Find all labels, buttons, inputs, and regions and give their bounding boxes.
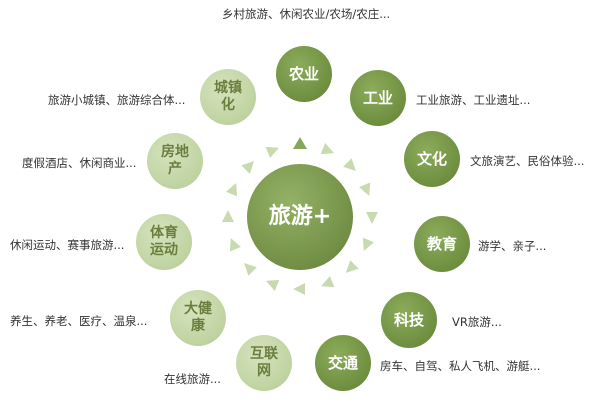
ring-arrow	[241, 161, 255, 174]
ring-arrow	[222, 210, 234, 222]
ring-arrow	[293, 283, 305, 295]
desc-culture: 文旅演艺、民俗体验...	[470, 154, 585, 168]
arrow-ring	[222, 137, 378, 295]
node-internet: 互联网	[236, 335, 292, 391]
desc-realestate: 度假酒店、休闲商业...	[22, 156, 137, 170]
node-urbanization: 城镇化	[200, 69, 256, 125]
node-label: 农业	[288, 64, 319, 83]
node-agriculture: 农业	[276, 46, 332, 102]
node-label: 房地产	[161, 143, 189, 178]
node-label: 城镇化	[214, 79, 242, 114]
node-label: 互联网	[250, 345, 278, 380]
ring-arrow	[229, 238, 241, 252]
desc-industry: 工业旅游、工业遗址...	[416, 93, 531, 107]
node-industry: 工业	[350, 70, 406, 126]
ring-arrow	[244, 262, 257, 276]
node-label: 大健康	[184, 300, 212, 335]
node-label: 工业	[362, 88, 393, 107]
desc-transport: 房车、自驾、私人飞机、游艇...	[380, 359, 541, 373]
node-label: 教育	[426, 234, 457, 253]
node-sports: 体育运动	[136, 214, 192, 270]
center-node: 旅游+	[247, 164, 353, 270]
ring-arrow	[320, 143, 335, 155]
desc-health: 养生、养老、医疗、温泉...	[10, 314, 148, 328]
ring-arrow	[321, 276, 335, 288]
ring-arrow	[265, 146, 279, 158]
center-label: 旅游+	[268, 204, 332, 230]
desc-sports: 休闲运动、赛事旅游...	[10, 238, 125, 252]
ring-arrow	[343, 158, 356, 172]
node-transport: 交通	[315, 335, 371, 391]
node-technology: 科技	[381, 292, 437, 348]
ring-arrow	[265, 279, 280, 291]
node-label: 体育运动	[150, 224, 178, 259]
desc-education: 游学、亲子...	[478, 239, 547, 253]
node-health: 大健康	[170, 290, 226, 346]
ring-arrow	[226, 182, 238, 197]
ring-arrow	[366, 212, 378, 224]
desc-urbanization: 旅游小城镇、旅游综合体...	[48, 93, 186, 107]
ring-arrow	[293, 137, 307, 149]
node-realestate: 房地产	[147, 133, 203, 189]
node-education: 教育	[414, 216, 470, 272]
desc-internet: 在线旅游...	[164, 372, 221, 386]
ring-arrow	[362, 237, 374, 252]
ring-arrow	[345, 260, 359, 273]
node-label: 文化	[416, 149, 447, 168]
desc-technology: VR旅游...	[452, 315, 502, 329]
ring-arrow	[359, 182, 371, 196]
node-label: 科技	[393, 310, 424, 329]
desc-agriculture: 乡村旅游、休闲农业/农场/农庄...	[222, 7, 391, 21]
node-culture: 文化	[404, 131, 460, 187]
node-label: 交通	[327, 353, 358, 372]
